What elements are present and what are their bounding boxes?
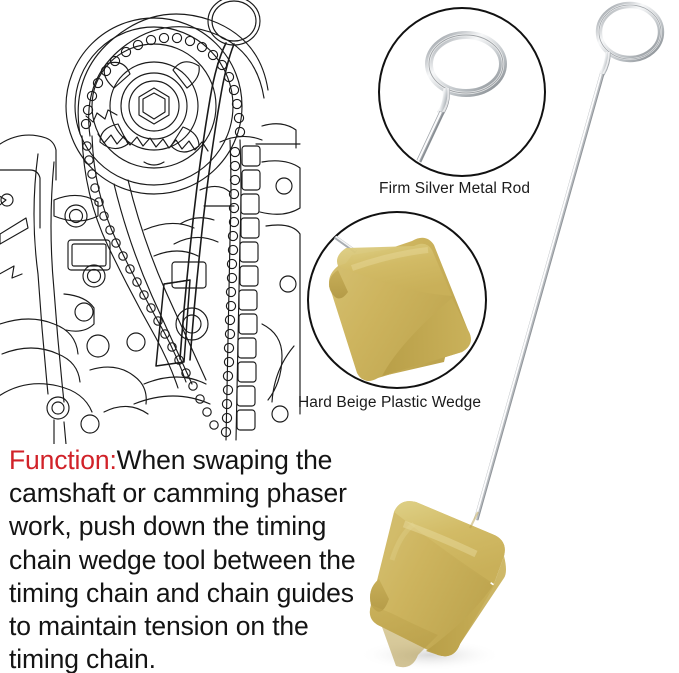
callout-circle-wedge	[307, 211, 487, 389]
function-description-block: Function:When swaping the camshaft or ca…	[9, 444, 359, 673]
callout-rod-artwork	[409, 31, 507, 173]
function-description-text: When swaping the camshaft or camming pha…	[9, 445, 356, 673]
callout-wedge-artwork	[326, 230, 471, 382]
main-wedge-block	[369, 501, 506, 668]
function-label: Function:	[9, 445, 117, 475]
callout-label-rod: Firm Silver Metal Rod	[379, 180, 531, 197]
engine-timing-chain-diagram	[0, 0, 301, 444]
callout-circle-rod	[378, 7, 546, 177]
callout-label-wedge: Hard Beige Plastic Wedge	[298, 394, 482, 411]
main-product-tool	[358, 1, 665, 671]
